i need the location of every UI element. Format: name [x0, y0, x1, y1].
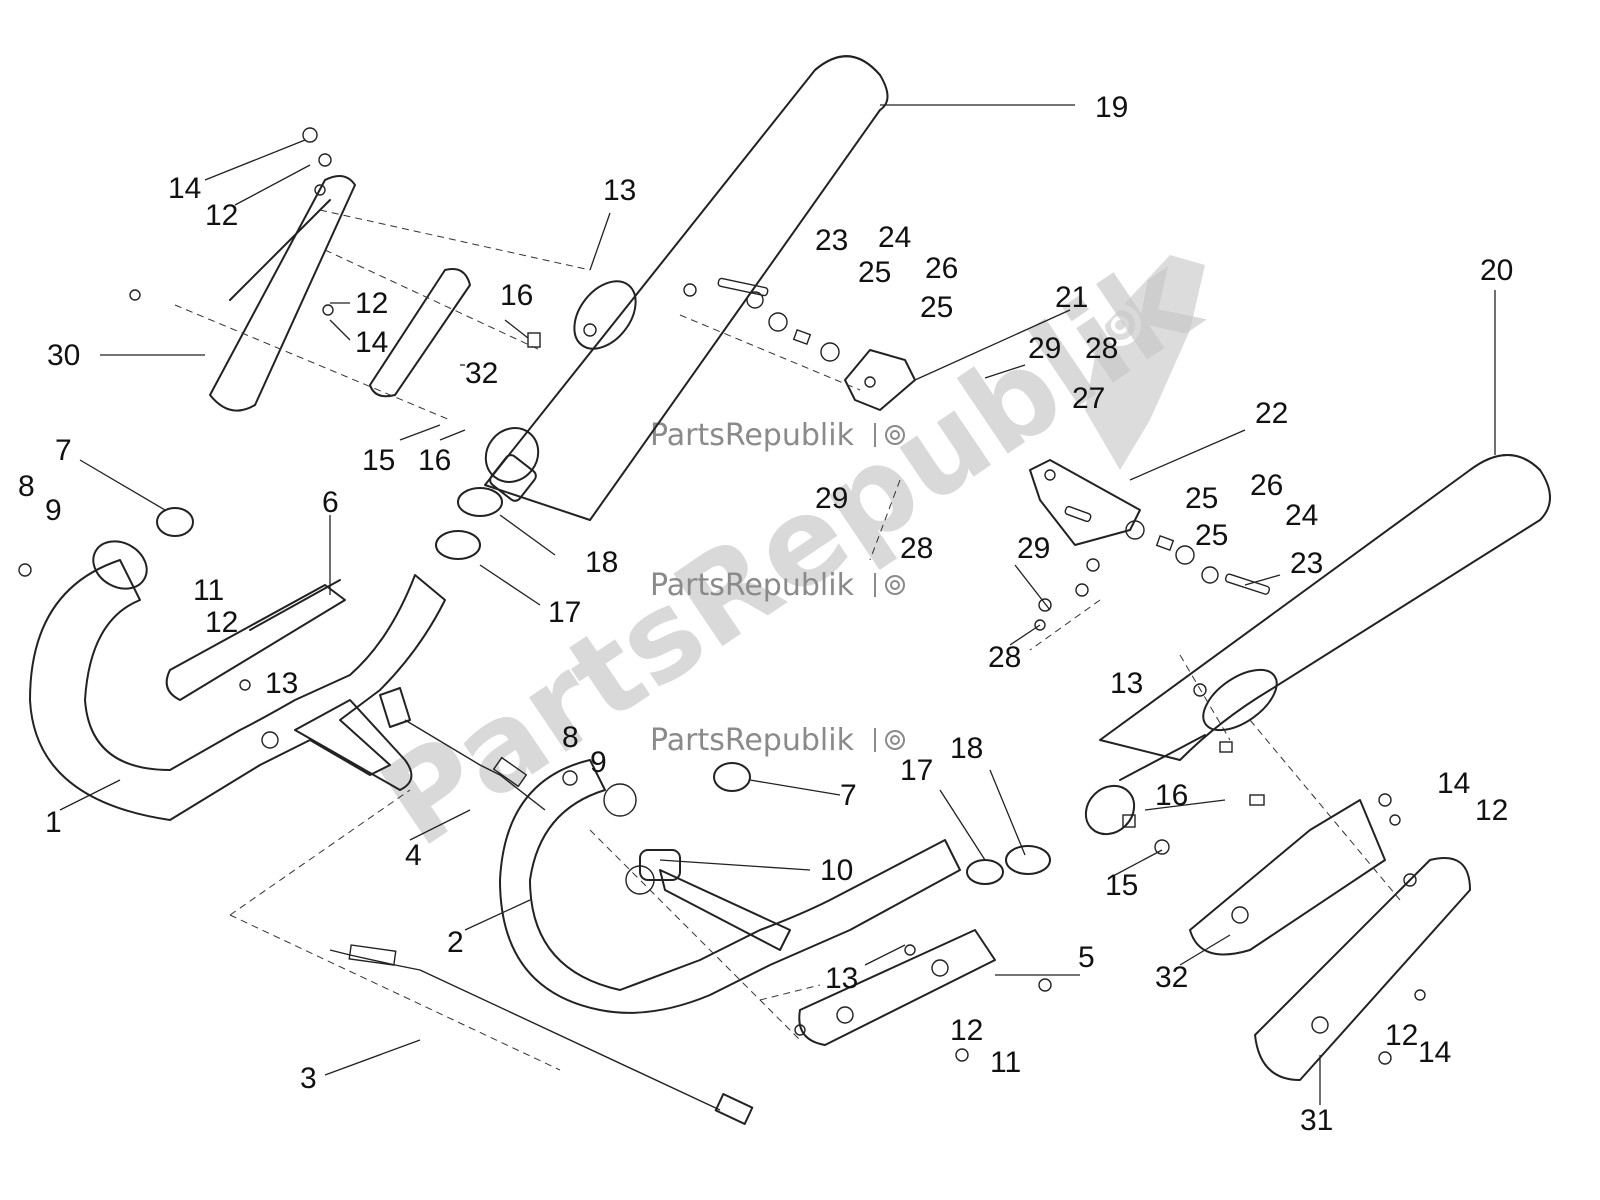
heat-shield-30	[209, 175, 356, 412]
callout-25: 25	[1185, 482, 1218, 515]
callout-28: 28	[900, 532, 933, 565]
callout-25: 25	[920, 291, 953, 324]
callout-12: 12	[1385, 1019, 1418, 1052]
callout-13: 13	[603, 174, 636, 207]
callout-28: 28	[1085, 332, 1118, 365]
callout-16: 16	[418, 444, 451, 477]
callout-26: 26	[925, 252, 958, 285]
callout-29: 29	[1028, 332, 1061, 365]
callout-4: 4	[405, 839, 422, 872]
callout-12: 12	[1475, 794, 1508, 827]
watermark-flag-shape	[1085, 255, 1205, 470]
heat-shield-31	[1254, 857, 1471, 1081]
callout-13: 13	[265, 667, 298, 700]
callout-1: 1	[45, 806, 62, 839]
small-hardware	[18, 127, 1426, 1065]
callout-14: 14	[1418, 1036, 1451, 1069]
callout-23: 23	[815, 224, 848, 257]
callout-14: 14	[355, 326, 388, 359]
watermark-gear-icon-3	[874, 728, 905, 752]
callout-9: 9	[45, 494, 62, 527]
lambda-sensor-3	[329, 944, 754, 1125]
callout-12: 12	[950, 1014, 983, 1047]
callout-19: 19	[1095, 91, 1128, 124]
callout-2: 2	[447, 926, 464, 959]
callout-30: 30	[47, 339, 80, 372]
heat-shield-32-top	[369, 268, 471, 398]
callout-22: 22	[1255, 397, 1288, 430]
callout-8: 8	[18, 470, 35, 503]
callout-15: 15	[362, 444, 395, 477]
callout-5: 5	[1078, 941, 1095, 974]
callout-6: 6	[322, 486, 339, 519]
callout-18: 18	[585, 546, 618, 579]
callout-23: 23	[1290, 547, 1323, 580]
muffler-right	[1084, 454, 1551, 836]
callout-28: 28	[988, 641, 1021, 674]
callout-21: 21	[1055, 281, 1088, 314]
leader-lines	[59, 104, 1496, 1105]
callout-8: 8	[562, 721, 579, 754]
watermark-label-3: PartsRepublik	[650, 723, 855, 758]
callout-31: 31	[1300, 1104, 1333, 1137]
callout-32: 32	[465, 357, 498, 390]
callout-16: 16	[500, 279, 533, 312]
heat-shield-32-bottom	[1189, 799, 1386, 956]
callout-13: 13	[1110, 667, 1143, 700]
watermark-diagonal-text: PartsRepublik	[358, 228, 1223, 874]
lambda-sensor-4	[379, 687, 546, 811]
bracket-22	[1029, 459, 1141, 546]
callout-29: 29	[815, 482, 848, 515]
callout-14: 14	[168, 172, 201, 205]
callout-7: 7	[55, 434, 72, 467]
header-pipe-left	[29, 540, 446, 821]
watermark-gear-icon	[1099, 304, 1141, 346]
callout-26: 26	[1250, 469, 1283, 502]
assembly-guide-lines	[174, 209, 1401, 1071]
watermark-gear-icon-1	[874, 423, 905, 447]
watermark-label-2: PartsRepublik	[650, 568, 855, 603]
callout-24: 24	[878, 221, 911, 254]
callout-7: 7	[840, 779, 857, 812]
callout-12: 12	[205, 199, 238, 232]
muffler-upper	[484, 55, 889, 521]
callout-20: 20	[1480, 254, 1513, 287]
callout-14: 14	[1437, 767, 1470, 800]
callout-16: 16	[1155, 779, 1188, 812]
callout-10: 10	[820, 854, 853, 887]
callout-9: 9	[590, 746, 607, 779]
callouts: 19 13 14 12 30 12 14 16 32 23 24 25 26 2…	[18, 91, 1513, 1137]
callout-27: 27	[1072, 382, 1105, 415]
callout-18: 18	[950, 732, 983, 765]
callout-11: 11	[990, 1046, 1021, 1079]
callout-25: 25	[1195, 519, 1228, 552]
callout-13: 13	[825, 962, 858, 995]
header-pipe-right	[499, 759, 961, 1014]
callout-11: 11	[193, 574, 224, 607]
callout-17: 17	[548, 596, 581, 629]
callout-12: 12	[205, 606, 238, 639]
parts	[18, 55, 1551, 1125]
watermark: PartsRepublik PartsRepublik PartsRepubli…	[358, 228, 1223, 874]
heat-shield-6	[165, 579, 346, 701]
callout-17: 17	[900, 754, 933, 787]
callout-15: 15	[1105, 869, 1138, 902]
callout-29: 29	[1017, 532, 1050, 565]
watermark-gear-icon-2	[874, 573, 905, 597]
callout-25: 25	[858, 256, 891, 289]
callout-32: 32	[1155, 961, 1188, 994]
heat-shield-5	[798, 929, 996, 1046]
callout-24: 24	[1285, 499, 1318, 532]
callout-3: 3	[300, 1062, 317, 1095]
callout-12: 12	[355, 287, 388, 320]
watermark-label-1: PartsRepublik	[650, 418, 855, 453]
